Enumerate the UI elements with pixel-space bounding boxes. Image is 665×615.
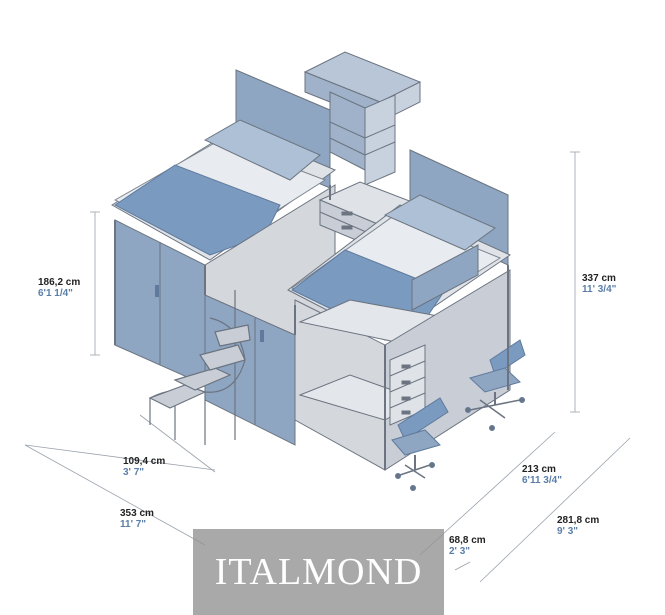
length-left-imperial: 11' 7" <box>120 519 147 530</box>
desk-chair-front <box>391 397 449 491</box>
bed-height-imperial: 6'1 1/4" <box>38 288 73 299</box>
desk-depth-imperial: 2' 3" <box>449 546 471 557</box>
right-pillow <box>383 194 496 251</box>
brand-watermark: ITALMOND <box>193 529 444 615</box>
total-height-metric: 337 cm <box>582 273 616 284</box>
left-pillow <box>203 119 321 181</box>
dimension-lines <box>24 151 631 583</box>
bed-height-label: 186,2 cm 6'1 1/4" <box>38 277 80 299</box>
bed-height-metric: 186,2 cm <box>38 277 81 288</box>
width-right-metric: 281,8 cm <box>557 515 600 526</box>
stair-depth-label: 109,4 cm 3' 7" <box>123 456 165 478</box>
right-bed-guard <box>411 244 479 311</box>
drawer-pedestal <box>389 344 426 426</box>
desk-depth-metric: 68,8 cm <box>449 535 486 546</box>
left-duvet <box>114 164 281 256</box>
total-height-label: 337 cm 11' 3/4" <box>582 273 616 295</box>
length-right-imperial: 6'11 3/4" <box>522 475 562 486</box>
length-left-label: 353 cm 11' 7" <box>120 508 154 530</box>
watermark-text: ITALMOND <box>214 551 423 593</box>
stair-depth-imperial: 3' 7" <box>123 467 145 478</box>
total-height-imperial: 11' 3/4" <box>582 284 617 295</box>
width-right-imperial: 9' 3" <box>557 526 579 537</box>
stair-depth-metric: 109,4 cm <box>123 456 166 467</box>
length-left-metric: 353 cm <box>120 508 154 519</box>
length-right-label: 213 cm 6'11 3/4" <box>522 464 562 486</box>
wall-shelf-unit <box>303 51 422 186</box>
bed-legs <box>114 185 509 470</box>
length-right-metric: 213 cm <box>522 464 556 475</box>
width-right-label: 281,8 cm 9' 3" <box>557 515 599 537</box>
desk-depth-label: 68,8 cm 2' 3" <box>449 535 486 557</box>
spiral-staircase <box>148 290 251 445</box>
